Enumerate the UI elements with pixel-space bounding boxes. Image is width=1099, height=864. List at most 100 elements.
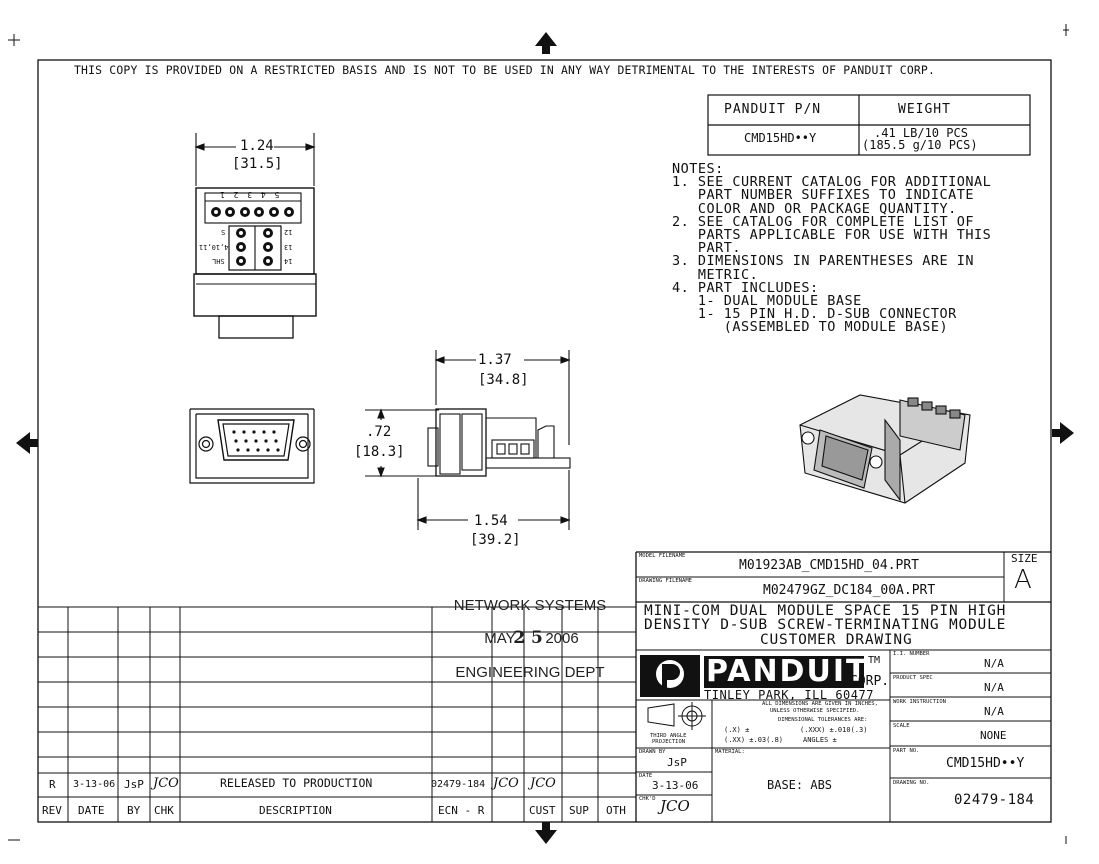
model-filename: M01923AB_CMD15HD_04.PRT: [739, 558, 920, 573]
terminal-label-right-2: 13: [284, 243, 293, 251]
product-spec: N/A: [984, 681, 1004, 694]
note-line: 1- 15 PIN H.D. D-SUB CONNECTOR: [672, 306, 957, 323]
note-line: 3. DIMENSIONS IN PARENTHESES ARE IN: [672, 253, 974, 270]
work-instruction: N/A: [984, 705, 1004, 718]
terminal-label-right-3: 14: [284, 257, 293, 265]
dsub-pins: [232, 430, 280, 452]
date-value: 3-13-06: [652, 779, 699, 792]
header-by: BY: [127, 804, 141, 817]
dim-width-in: 1.24: [240, 138, 274, 154]
rev-description: RELEASED TO PRODUCTION: [220, 776, 373, 790]
restricted-notice: THIS COPY IS PROVIDED ON A RESTRICTED BA…: [74, 63, 936, 77]
note-line: 1- DUAL MODULE BASE: [672, 293, 862, 310]
rev-ecn: 02479-184: [431, 779, 486, 790]
stamp-day: 2 5: [513, 628, 543, 648]
header-cust: CUST: [529, 804, 556, 817]
rev-letter: R: [49, 778, 56, 791]
work-instruction-label: WORK INSTRUCTION: [893, 699, 946, 705]
terminal-label-left-1: S: [221, 228, 226, 236]
header-chk: CHK: [154, 804, 174, 817]
drawing-title-3: CUSTOMER DRAWING: [760, 632, 913, 648]
dim-depth-in: 1.37: [478, 352, 512, 368]
title-block-grid: [636, 551, 1051, 822]
trademark: TM: [868, 655, 881, 666]
note-line: 2. SEE CATALOG FOR COMPLETE LIST OF: [672, 213, 974, 230]
checked-value: JCO: [660, 797, 690, 815]
dim-depth-mm: [34.8]: [478, 372, 529, 388]
model-filename-label: MODEL FILENAME: [639, 553, 686, 559]
dim-height-mm: [18.3]: [354, 444, 405, 460]
received-stamp: NETWORK SYSTEMS MAY 2 5 2006 ENGINEERING…: [452, 592, 608, 682]
note-line: PART.: [672, 240, 742, 257]
size-label: SIZE: [1011, 552, 1038, 565]
note-line: 1. SEE CURRENT CATALOG FOR ADDITIONAL: [672, 174, 992, 191]
date-label: DATE: [639, 773, 653, 779]
product-spec-label: PRODUCT SPEC: [893, 675, 933, 681]
weight-value-1: .41 LB/10 PCS: [874, 126, 968, 140]
isometric-view: [799, 394, 971, 504]
tolerance-1a: (.X) ±: [724, 726, 750, 734]
dims-note-2: UNLESS OTHERWISE SPECIFIED.: [770, 708, 860, 714]
tolerance-2b: ANGLES ±: [803, 736, 837, 744]
front-view: [189, 408, 315, 484]
note-line: PARTS APPLICABLE FOR USE WITH THIS: [672, 227, 992, 244]
rev-date: 3-13-06: [73, 779, 116, 790]
drawn-by: JsP: [667, 756, 687, 769]
part-number-value: CMD15HD••Y: [744, 131, 817, 145]
note-line: COLOR AND OR PACKAGE QUANTITY.: [672, 200, 957, 217]
rev-r: JCO: [493, 776, 519, 791]
header-date: DATE: [78, 804, 105, 817]
part-no: CMD15HD••Y: [946, 756, 1025, 771]
rev-cust: JCO: [530, 776, 556, 791]
panduit-logo: [640, 655, 864, 697]
scale-label: SCALE: [893, 723, 910, 729]
note-line: (ASSEMBLED TO MODULE BASE): [672, 319, 949, 336]
brand-address: TINLEY PARK, ILL 60477: [704, 688, 874, 702]
note-line: PART NUMBER SUFFIXES TO INDICATE: [672, 187, 974, 204]
side-view: [365, 350, 571, 530]
header-sup: SUP: [569, 804, 589, 817]
tolerance-1b: (.XXX) ±.010(.3): [800, 726, 868, 734]
drawn-by-label: DRAWN BY: [639, 749, 666, 755]
projection-2: PROJECTION: [652, 739, 686, 745]
tolerance-title: DIMENSIONAL TOLERANCES ARE:: [778, 717, 868, 723]
header-rev: REV: [42, 804, 62, 817]
register-arrows: [16, 32, 1074, 844]
terminal-label-left-3: SHL: [212, 257, 225, 265]
header-oth: OTH: [606, 804, 626, 817]
notes-title: NOTES:: [672, 161, 724, 177]
drawing-title-2: DENSITY D-SUB SCREW-TERMINATING MODULE: [644, 617, 1007, 633]
header-ecn: ECN - R: [438, 804, 485, 817]
stamp-month: MAY: [484, 630, 516, 647]
il-number: N/A: [984, 657, 1004, 670]
third-angle-symbol: [647, 702, 706, 730]
terminal-top-row: 5 4 3 2 1: [218, 190, 280, 199]
drawing-no: 02479-184: [954, 792, 1035, 808]
stamp-line-3: ENGINEERING DEPT: [455, 664, 605, 681]
dims-note-1: ALL DIMENSIONS ARE GIVEN IN INCHES,: [762, 701, 878, 707]
drawing-filename: M02479GZ_DC184_00A.PRT: [763, 583, 936, 598]
drawing-title-1: MINI-COM DUAL MODULE SPACE 15 PIN HIGH: [644, 603, 1007, 619]
material-label: MATERIAL:: [715, 749, 745, 755]
size-value: A: [1014, 565, 1032, 595]
stamp-year: 2006: [545, 630, 579, 647]
projection-1: THIRD ANGLE: [650, 733, 687, 739]
part-no-label: PART NO.: [893, 748, 920, 754]
notes-block: NOTES: 1. SEE CURRENT CATALOG FOR ADDITI…: [672, 161, 992, 336]
pn-table-lines: [707, 94, 1031, 156]
pn-header: PANDUIT P/N: [724, 102, 822, 117]
revision-grid: [38, 552, 637, 822]
il-number-label: I.I. NUMBER: [893, 651, 930, 657]
brand-name: PANDUIT: [706, 654, 869, 689]
drawing-filename-label: DRAWING FILENAME: [639, 578, 692, 584]
dim-width-mm: [31.5]: [232, 156, 283, 172]
note-line: 4. PART INCLUDES:: [672, 279, 819, 296]
scale-value: NONE: [980, 729, 1007, 742]
brand-corp: CORP.: [850, 674, 890, 689]
checked-label: CHK'D: [639, 796, 656, 802]
header-description: DESCRIPTION: [259, 804, 332, 817]
top-view: [193, 133, 317, 339]
note-line: METRIC.: [672, 266, 759, 283]
terminal-label-left-2: 4,10,11: [199, 243, 229, 251]
